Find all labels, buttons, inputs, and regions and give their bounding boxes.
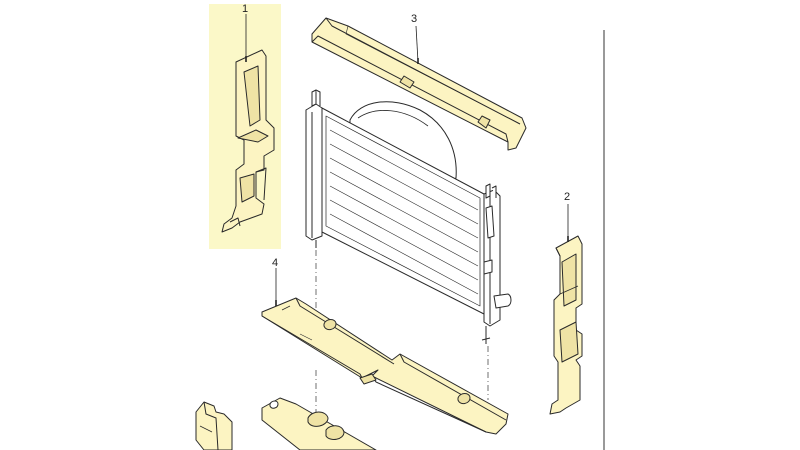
callout-1-label: 1 <box>242 3 248 15</box>
lower-bracket-part <box>261 397 377 450</box>
callout-3: 3 <box>411 13 419 64</box>
lower-left-housing-part <box>195 401 233 450</box>
part-4-lower-seal[interactable] <box>261 297 509 435</box>
callout-1: 1 <box>242 3 248 62</box>
callout-2: 2 <box>564 191 570 242</box>
part-1-left-air-deflector[interactable] <box>221 49 275 233</box>
part-2-right-air-deflector[interactable] <box>549 235 583 415</box>
callout-2-label: 2 <box>564 191 570 203</box>
callout-4: 4 <box>272 257 278 306</box>
callout-4-label: 4 <box>272 257 278 269</box>
part-3-upper-seal[interactable] <box>311 17 527 151</box>
callout-3-label: 3 <box>411 13 417 25</box>
radiator[interactable] <box>305 89 512 344</box>
